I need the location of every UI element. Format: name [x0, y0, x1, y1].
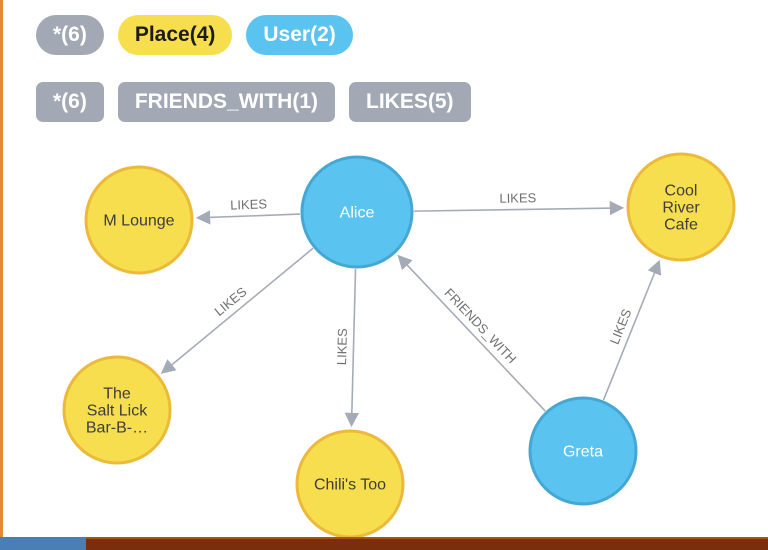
node-label: M Lounge	[103, 213, 174, 230]
node-label-filter-row: *(6) Place(4) User(2)	[36, 15, 353, 55]
left-accent-strip	[0, 0, 3, 550]
relationship-filter-row: *(6) FRIENDS_WITH(1) LIKES(5)	[36, 82, 471, 122]
edge-label-greta-alice[interactable]: FRIENDS_WITH	[441, 285, 519, 366]
rel-filter-pill-friends-with[interactable]: FRIENDS_WITH(1)	[117, 82, 336, 122]
rel-filter-pill-likes[interactable]: LIKES(5)	[349, 82, 471, 122]
node-filter-pill-place[interactable]: Place(4)	[117, 15, 233, 55]
edge-label-alice-cool-river-cafe[interactable]: LIKES	[499, 190, 536, 206]
graph-node-greta[interactable]: Greta	[528, 396, 638, 506]
edge-label-alice-chilis-too[interactable]: LIKES	[334, 328, 350, 366]
footer-bar	[0, 537, 768, 550]
graph-node-m-lounge[interactable]: M Lounge	[84, 165, 194, 275]
edge-label-alice-m-lounge[interactable]: LIKES	[230, 196, 268, 212]
edge-greta-cool-river-cafe[interactable]	[602, 259, 662, 401]
rel-filter-pill-all[interactable]: *(6)	[36, 82, 104, 122]
edge-greta-alice[interactable]	[397, 254, 546, 412]
graph-node-chilis-too[interactable]: Chili's Too	[295, 429, 405, 539]
edge-alice-the-salt-lick[interactable]	[160, 247, 314, 374]
node-filter-pill-all[interactable]: *(6)	[36, 15, 104, 55]
edge-alice-chilis-too[interactable]	[344, 268, 360, 428]
node-label: Alice	[340, 205, 375, 222]
edge-label-alice-the-salt-lick[interactable]: LIKES	[211, 284, 249, 319]
node-filter-pill-user[interactable]: User(2)	[246, 15, 353, 55]
footer-blue-segment	[0, 537, 86, 550]
edge-alice-cool-river-cafe[interactable]	[413, 200, 625, 216]
edge-alice-m-lounge[interactable]	[195, 210, 301, 225]
node-label: Chili's Too	[314, 477, 386, 494]
node-label: Greta	[563, 444, 603, 461]
edge-label-greta-cool-river-cafe[interactable]: LIKES	[607, 306, 635, 346]
graph-node-alice[interactable]: Alice	[300, 155, 414, 269]
